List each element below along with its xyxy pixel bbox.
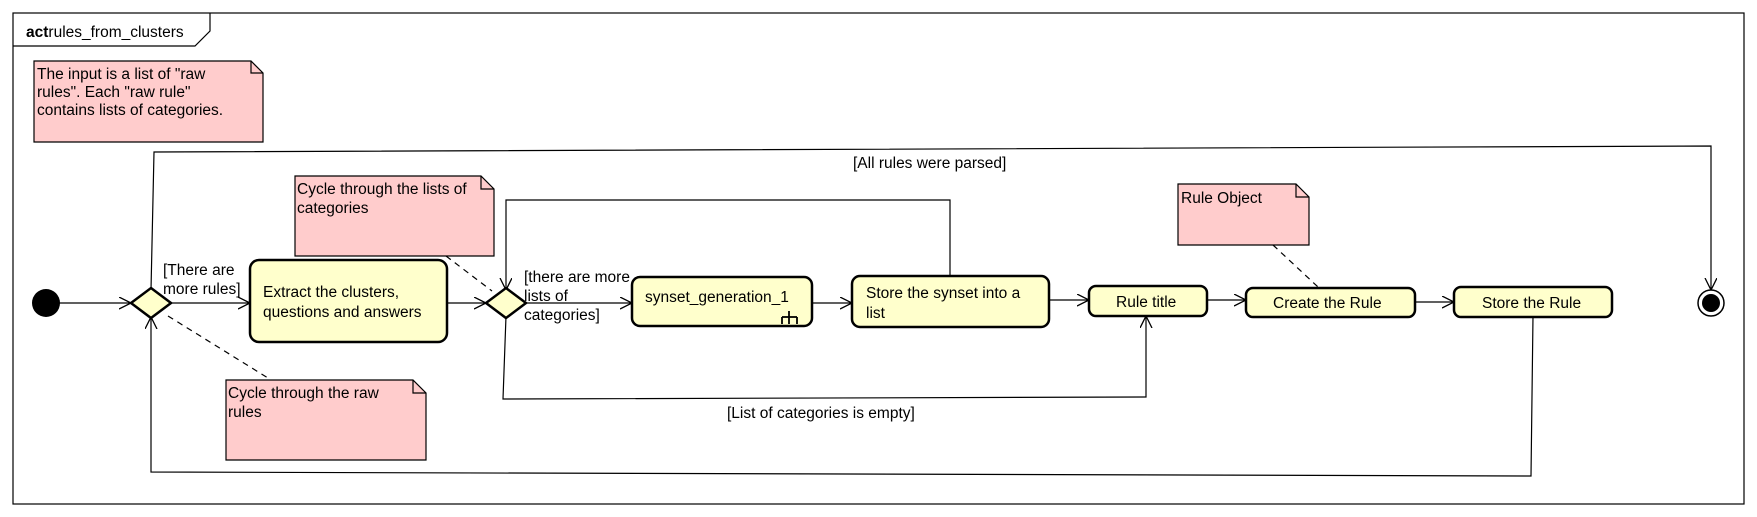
action-store-rule: Store the Rule — [1452, 285, 1614, 319]
svg-text:synset_generation_1: synset_generation_1 — [645, 289, 789, 306]
flow-storerule-to-decision — [151, 316, 1534, 477]
decision-more-lists — [483, 286, 529, 320]
note-rule-object: Rule Object — [1177, 183, 1310, 246]
call-behavior-icon — [781, 311, 798, 324]
svg-text:Extract the clusters,questions: Extract the clusters,questions and answe… — [263, 284, 422, 321]
action-synset-generation: synset_generation_1 — [630, 275, 814, 328]
svg-text:Create the Rule: Create the Rule — [1273, 295, 1382, 312]
guard-list-empty: [List of categories is empty] — [727, 405, 915, 422]
initial-node — [32, 289, 60, 317]
frame-title: actrules_from_clusters — [26, 24, 184, 41]
final-node — [1697, 289, 1725, 317]
decision-more-rules — [128, 286, 174, 320]
flow-loop-back-to-decision2 — [506, 199, 951, 290]
action-create-rule: Create the Rule — [1244, 286, 1417, 319]
action-rule-title: Rule title — [1087, 284, 1209, 318]
note-anchors — [167, 244, 1319, 379]
flow-all-parsed-to-end — [150, 145, 1711, 290]
diagram-frame: actrules_from_clusters — [12, 12, 1745, 505]
svg-text:Store the Rule: Store the Rule — [1482, 295, 1581, 312]
action-extract-clusters: Extract the clusters,questions and answe… — [248, 258, 449, 344]
svg-text:Rule title: Rule title — [1116, 294, 1176, 311]
flow-empty-to-ruletitle — [502, 316, 1146, 400]
control-flows — [57, 145, 1711, 477]
guard-all-parsed: [All rules were parsed] — [853, 155, 1006, 172]
svg-text:Rule Object: Rule Object — [1181, 190, 1263, 207]
